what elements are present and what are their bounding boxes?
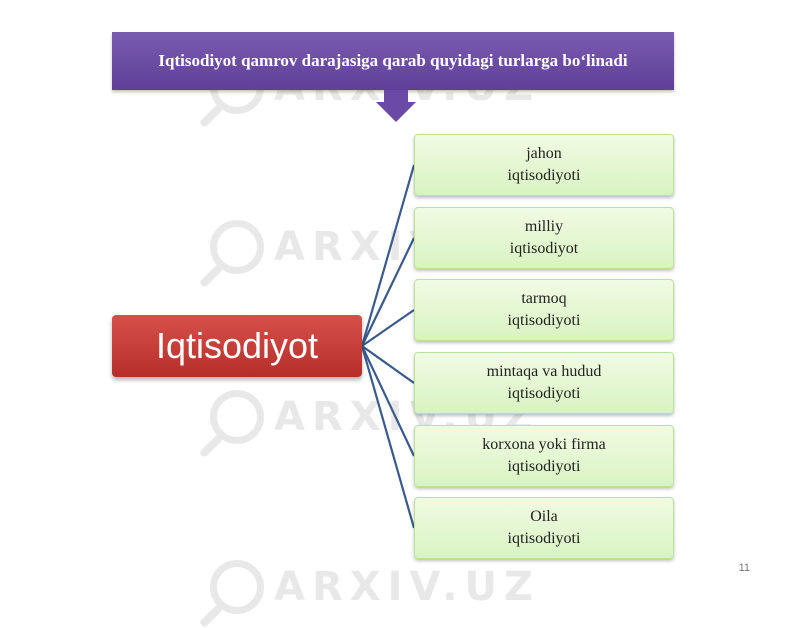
child-node: milliy iqtisodiyot	[414, 207, 674, 269]
child-line1: Oila	[530, 508, 558, 525]
child-line1: korxona yoki firma	[482, 436, 606, 453]
child-line2: iqtisodiyoti	[507, 312, 581, 329]
connector-line	[360, 164, 416, 347]
header-title: Iqtisodiyot qamrov darajasiga qarab quyi…	[158, 51, 628, 70]
child-line2: iqtisodiyoti	[507, 530, 581, 547]
connector-line	[361, 237, 415, 347]
child-line1: jahon	[526, 145, 562, 162]
child-line2: iqtisodiyot	[509, 240, 579, 257]
child-node: mintaqa va hudud iqtisodiyoti	[414, 352, 674, 414]
connector-line	[361, 309, 415, 347]
child-line2: iqtisodiyoti	[507, 167, 581, 184]
child-line1: mintaqa va hudud	[486, 363, 602, 380]
down-arrow-icon	[376, 90, 416, 122]
root-label: Iqtisodiyot	[155, 325, 319, 366]
connector-line	[361, 345, 415, 457]
child-node: Oila iqtisodiyoti	[414, 497, 674, 559]
connector-line	[361, 345, 415, 384]
connector-line	[360, 345, 416, 529]
child-line1: milliy	[524, 218, 564, 235]
child-line2: iqtisodiyoti	[507, 385, 581, 402]
child-line1: tarmoq	[521, 290, 567, 307]
child-node: korxona yoki firma iqtisodiyoti	[414, 425, 674, 487]
connector-lines	[360, 164, 416, 529]
page-number: 11	[738, 562, 750, 574]
header-banner: Iqtisodiyot qamrov darajasiga qarab quyi…	[112, 32, 674, 90]
child-line2: iqtisodiyoti	[507, 458, 581, 475]
child-node: jahon iqtisodiyoti	[414, 134, 674, 196]
child-node: tarmoq iqtisodiyoti	[414, 279, 674, 341]
root-node: Iqtisodiyot	[112, 315, 362, 377]
